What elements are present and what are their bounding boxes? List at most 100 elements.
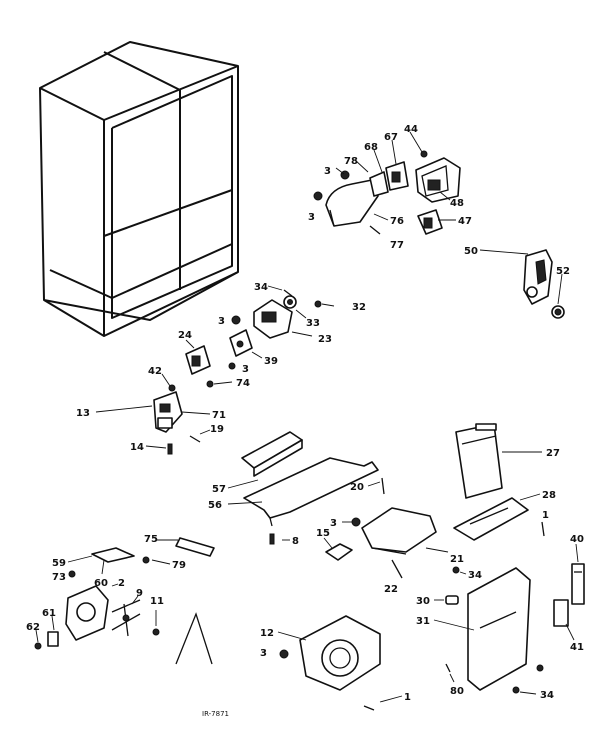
callout-42: 42 xyxy=(148,366,162,377)
callout-39: 39 xyxy=(264,356,278,367)
callout-19: 19 xyxy=(210,424,224,435)
direction-marker xyxy=(175,612,213,665)
callout-60: 60 xyxy=(94,578,108,589)
callout-27: 27 xyxy=(546,448,560,459)
screw-part-80 xyxy=(445,663,451,673)
callout-61: 61 xyxy=(42,608,56,619)
cabinet-liner xyxy=(39,41,239,337)
light-socket-assembly xyxy=(415,157,461,203)
callout-3-e: 3 xyxy=(330,518,337,529)
callouts: 3 78 68 67 44 48 47 3 76 77 50 52 34 32 … xyxy=(26,124,584,718)
callout-73: 73 xyxy=(52,572,66,583)
callout-3-d: 3 xyxy=(242,364,249,375)
callout-33: 33 xyxy=(306,318,320,329)
bracket-part-75 xyxy=(175,537,215,557)
heater-part-22 xyxy=(391,559,403,579)
callout-8: 8 xyxy=(292,536,299,547)
screw-part-44 xyxy=(420,150,428,158)
damper-assembly xyxy=(523,249,553,305)
screw-part-14 xyxy=(167,443,173,455)
callout-21: 21 xyxy=(450,554,464,565)
callout-74: 74 xyxy=(236,378,250,389)
callout-57: 57 xyxy=(212,484,226,495)
callout-48: 48 xyxy=(450,198,464,209)
callout-62: 62 xyxy=(26,622,40,633)
bracket-part-41 xyxy=(553,599,569,627)
fan-shroud-12 xyxy=(299,615,381,691)
plug-part-30 xyxy=(445,595,459,605)
switch-part-47 xyxy=(417,209,443,235)
callout-15: 15 xyxy=(316,528,330,539)
screw-part-77 xyxy=(369,225,381,235)
back-panel-31 xyxy=(467,567,531,691)
fan-blade-9 xyxy=(111,599,141,637)
grommet-part-61 xyxy=(47,631,59,647)
callout-34: 34 xyxy=(254,282,268,293)
callout-59: 59 xyxy=(52,558,66,569)
callout-67: 67 xyxy=(384,132,398,143)
evaporator-cover-56 xyxy=(243,457,379,527)
callout-1-b: 1 xyxy=(404,692,411,703)
thermostat-bracket xyxy=(369,161,409,197)
callout-76: 76 xyxy=(390,216,404,227)
callout-3-b: 3 xyxy=(308,212,315,223)
callout-68: 68 xyxy=(364,142,378,153)
drain-pan-21 xyxy=(361,507,437,555)
callout-12: 12 xyxy=(260,628,274,639)
cam-part-39 xyxy=(228,329,253,370)
screw-part-34-lower xyxy=(512,664,544,694)
callout-56: 56 xyxy=(208,500,222,511)
callout-3-f: 3 xyxy=(260,648,267,659)
callout-30: 30 xyxy=(416,596,430,607)
footer-code: IR-7871 xyxy=(202,710,229,718)
screw-part-74 xyxy=(206,380,214,388)
clip-part-15 xyxy=(325,543,353,561)
callout-2: 2 xyxy=(118,578,125,589)
screw-part-79 xyxy=(142,556,150,564)
callout-34-c: 34 xyxy=(540,690,554,701)
grommet-part-52 xyxy=(551,305,565,319)
screw-part-62 xyxy=(34,642,42,650)
callout-34-b: 34 xyxy=(468,570,482,581)
callout-32: 32 xyxy=(352,302,366,313)
callout-40: 40 xyxy=(570,534,584,545)
grille-part-40 xyxy=(571,563,585,605)
screw-part-34-upper xyxy=(283,289,293,297)
screw-part-1-bottom xyxy=(363,705,375,711)
callout-52: 52 xyxy=(556,266,570,277)
callout-71: 71 xyxy=(212,410,226,421)
nut-part-3-pan xyxy=(351,517,361,527)
evaporator-cover-57 xyxy=(241,431,303,477)
nut-part-3-shroud xyxy=(279,649,289,659)
callout-3-c: 3 xyxy=(218,316,225,327)
callout-41: 41 xyxy=(570,642,584,653)
evaporator-coil-27 xyxy=(455,423,503,499)
callout-23: 23 xyxy=(318,334,332,345)
callout-44: 44 xyxy=(404,124,418,135)
callout-24: 24 xyxy=(178,330,192,341)
bracket-part-59 xyxy=(91,547,135,563)
callout-11: 11 xyxy=(150,596,164,607)
nut-part-11 xyxy=(152,628,160,636)
screw-part-34-pan xyxy=(452,566,460,574)
screw-part-8 xyxy=(269,533,275,545)
callout-79: 79 xyxy=(172,560,186,571)
callout-77: 77 xyxy=(390,240,404,251)
callout-75: 75 xyxy=(144,534,158,545)
callout-50: 50 xyxy=(464,246,478,257)
callout-14: 14 xyxy=(130,442,144,453)
callout-80: 80 xyxy=(450,686,464,697)
callout-3: 3 xyxy=(324,166,331,177)
callout-20: 20 xyxy=(350,482,364,493)
screw-part-42 xyxy=(168,384,176,392)
thermostat-part-71 xyxy=(153,391,183,433)
callout-31: 31 xyxy=(416,616,430,627)
screw-part-73 xyxy=(68,570,76,578)
defrost-pan-28 xyxy=(453,497,529,541)
callout-78: 78 xyxy=(344,156,358,167)
control-housing xyxy=(325,179,379,227)
screw-part-20 xyxy=(381,477,385,495)
screw-part-32 xyxy=(314,300,322,308)
callout-1: 1 xyxy=(542,510,549,521)
